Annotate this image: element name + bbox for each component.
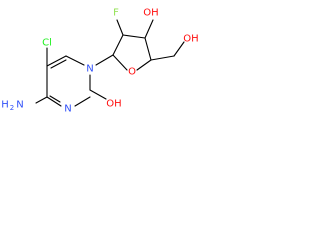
sugar-5prime-hydroxyl-label: OH	[183, 34, 198, 45]
bond-n3-c4	[46, 96, 62, 107]
amino-nitrogen-label: N	[16, 100, 23, 111]
bond-c2-o	[89, 89, 107, 100]
bond-c4prime-ch2	[150, 55, 175, 61]
bond-c3prime-oh	[144, 19, 154, 39]
furanose-ring-oxygen-label: O	[128, 67, 136, 78]
bond-n3-c4-double	[49, 95, 61, 103]
chemical-structure-diagram: Cl N N H 2 N OH F O OH OH	[1, 8, 198, 115]
bond-n1-c1prime	[95, 54, 114, 66]
bond-c1-c2prime	[112, 34, 124, 56]
bond-ch2-oh	[173, 41, 185, 57]
amino-hydrogen-label: H	[1, 100, 9, 111]
atom-labels: Cl N N H 2 N OH F O OH OH	[1, 8, 198, 115]
bond-c4-o-ring	[136, 59, 152, 71]
pyrimidine-hydroxyl-label: OH	[106, 99, 121, 110]
bond-c5-c6-double	[50, 59, 67, 69]
fluorine-atom-label: F	[113, 8, 119, 19]
chlorine-atom-label: Cl	[42, 38, 52, 49]
bond-c3-c4prime	[144, 37, 152, 61]
amino-hydrogen-subscript: 2	[10, 104, 14, 112]
bond-c2prime-f	[116, 19, 124, 36]
nitrogen-n1-label: N	[86, 64, 93, 75]
bond-c5-c6	[46, 55, 67, 67]
bond-c6-n1	[65, 55, 85, 66]
bond-c2-n3	[74, 96, 91, 107]
bond-o-ring-c1	[112, 54, 128, 71]
sugar-3prime-hydroxyl-label: OH	[143, 8, 158, 19]
nitrogen-n3-label: N	[64, 104, 71, 115]
bond-c2-c3prime	[122, 34, 146, 39]
bond-lines	[35, 19, 185, 107]
bond-c4-n-amino	[35, 96, 48, 104]
